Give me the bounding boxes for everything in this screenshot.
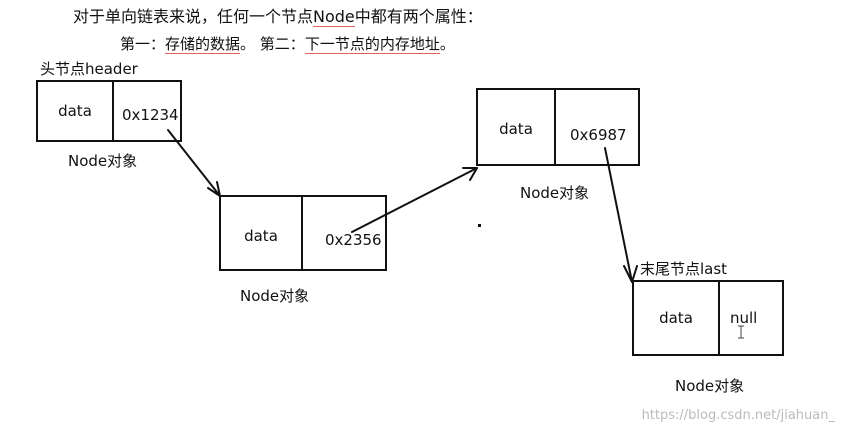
intro-text-b: 中都有两个属性： [354,7,483,26]
header-node-box: data 0x1234 [36,80,182,142]
arrow-third-to-last [604,147,638,283]
second-node-caption: Node对象 [240,287,310,305]
arrow-second-to-third [351,167,478,233]
intro-line-1: 对于单向链表来说，任何一个节点Node中都有两个属性： [73,7,483,27]
last-node-title: 末尾节点last [640,260,728,278]
second-node-address: 0x2356 [325,231,382,249]
header-node-address: 0x1234 [122,106,179,124]
third-node-data: data [478,90,556,164]
intro-end: 。 [439,35,455,53]
last-node-caption: Node对象 [675,377,745,395]
second-node-box: data 0x2356 [219,195,387,271]
intro-node-word: Node [313,7,355,27]
text-cursor-icon [738,325,744,339]
header-node-title: 头节点header [40,60,138,78]
intro-first-label: 第一： [120,35,166,53]
intro-text-a: 对于单向链表来说，任何一个节点 [73,7,314,26]
last-node-box: data null [632,280,784,356]
stray-dot [478,224,481,227]
arrow-header-to-second [167,129,221,197]
third-node-box: data 0x6987 [476,88,640,166]
third-node-caption: Node对象 [520,184,590,202]
header-node-caption: Node对象 [68,152,138,170]
intro-line-2: 第一：存储的数据。 第二：下一节点的内存地址。 [120,35,455,54]
second-node-data: data [221,197,303,269]
watermark: https://blog.csdn.net/jiahuan_ [641,408,835,423]
intro-first-value: 存储的数据 [165,35,241,54]
last-node-data: data [634,282,720,354]
third-node-address: 0x6987 [570,126,627,144]
header-node-data: data [38,82,114,140]
last-node-address: null [730,309,758,327]
intro-second-value: 下一节点的内存地址 [304,35,440,54]
intro-separator: 。 第二： [240,35,305,53]
